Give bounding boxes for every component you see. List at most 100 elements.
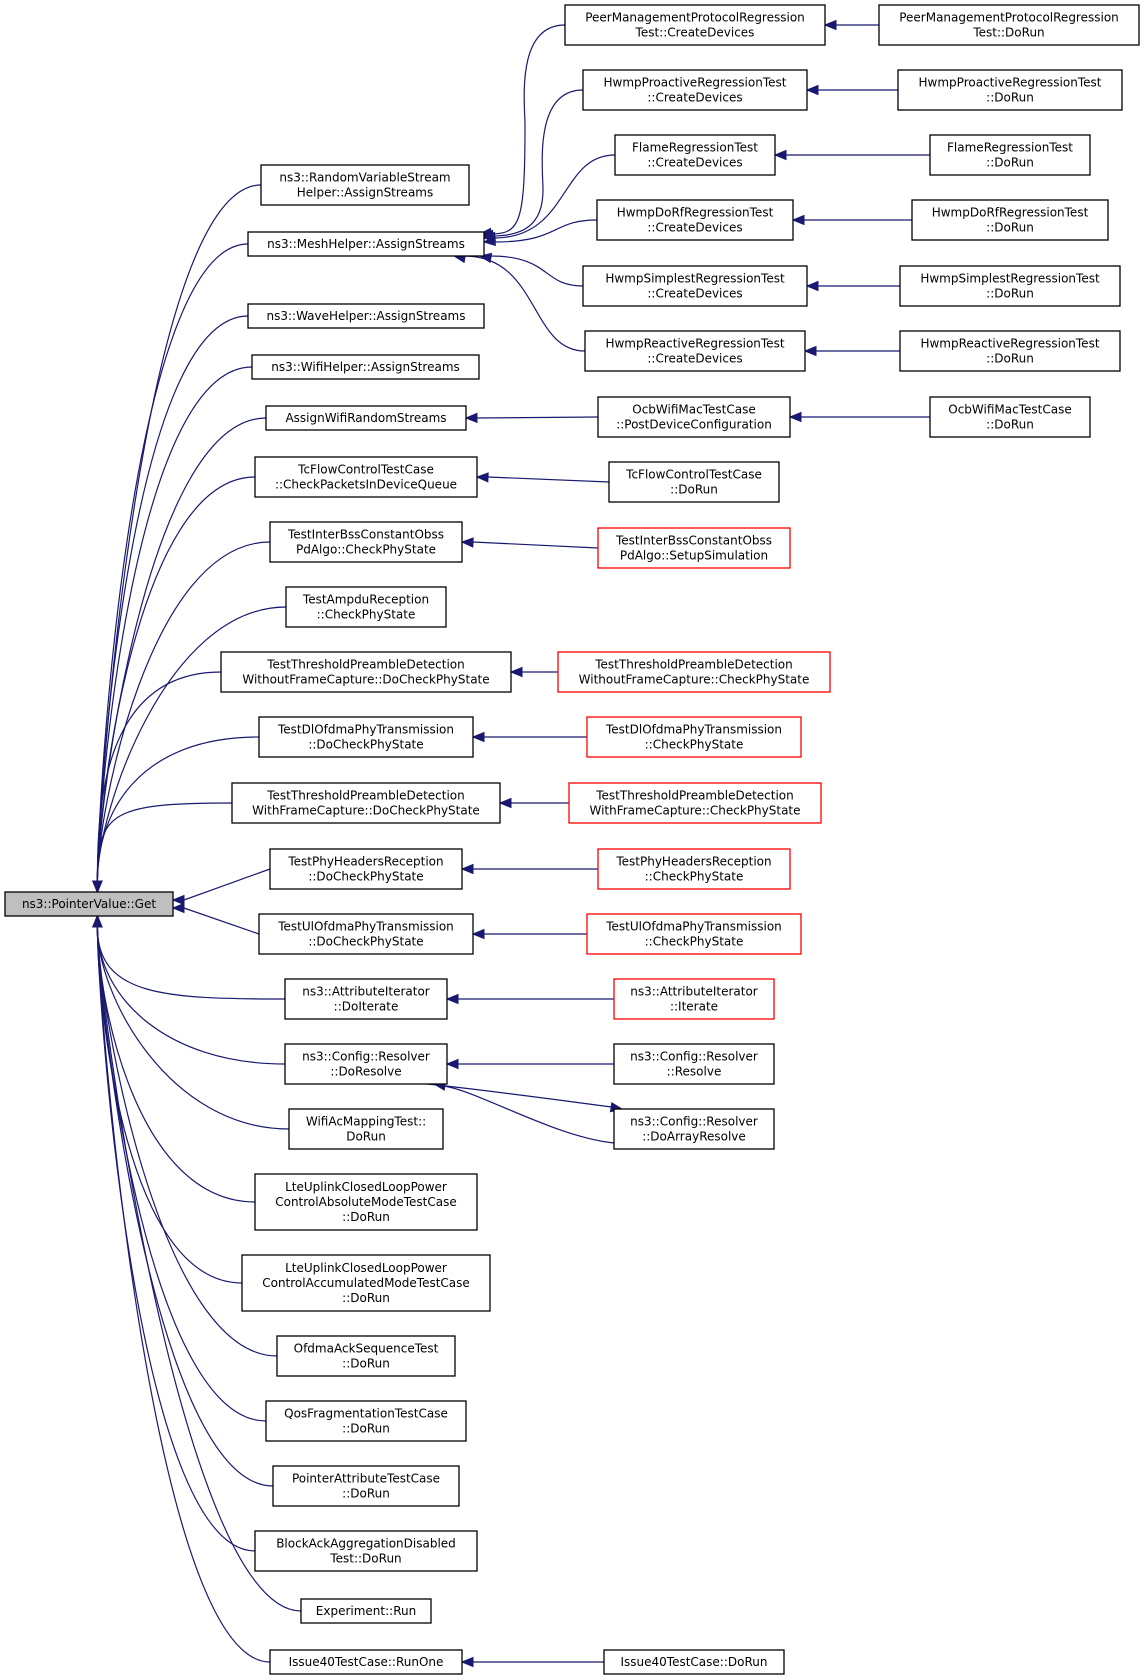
node-hwmp-simp-create[interactable]: HwmpSimplestRegressionTest::CreateDevice… [582, 265, 808, 307]
node-tc-dorun[interactable]: TcFlowControlTestCase::DoRun [608, 461, 780, 503]
node-label-line: TestThresholdPreambleDetection [266, 658, 465, 672]
node-phyhdr-check[interactable]: TestPhyHeadersReception::CheckPhyState [597, 848, 791, 890]
node-wave-assign[interactable]: ns3::WaveHelper::AssignStreams [247, 303, 485, 329]
node-label-line: PointerAttributeTestCase [292, 1472, 440, 1486]
node-label-line: ns3::Config::Resolver [630, 1050, 758, 1064]
node-label-line: ::DoCheckPhyState [308, 870, 423, 884]
node-assign-wifi-rand[interactable]: AssignWifiRandomStreams [265, 405, 467, 431]
node-hwmp-simp-dorun[interactable]: HwmpSimplestRegressionTest::DoRun [899, 265, 1121, 307]
node-tc-check[interactable]: TcFlowControlTestCase::CheckPacketsInDev… [254, 456, 478, 498]
node-label-line: ::DoCheckPhyState [308, 935, 423, 949]
node-interbss-setup[interactable]: TestInterBssConstantObssPdAlgo::SetupSim… [597, 527, 791, 569]
node-cfg-resolve[interactable]: ns3::Config::Resolver::Resolve [613, 1043, 775, 1085]
node-label-line: HwmpReactiveRegressionTest [920, 337, 1099, 351]
node-thr-w-do[interactable]: TestThresholdPreambleDetectionWithFrameC… [231, 782, 501, 824]
node-label-line: WithoutFrameCapture::DoCheckPhyState [242, 673, 489, 687]
node-attr-iterate[interactable]: ns3::AttributeIterator::Iterate [613, 978, 775, 1020]
node-label-line: ::DoRun [670, 483, 718, 497]
node-label-line: FlameRegressionTest [632, 141, 758, 155]
node-issue40-runone[interactable]: Issue40TestCase::RunOne [269, 1649, 463, 1675]
node-mesh-assign[interactable]: ns3::MeshHelper::AssignStreams [247, 231, 485, 257]
node-label-line: Issue40TestCase::RunOne [289, 1655, 444, 1669]
node-lte-abs[interactable]: LteUplinkClosedLoopPowerControlAbsoluteM… [254, 1173, 478, 1231]
node-label-line: WithFrameCapture::DoCheckPhyState [252, 804, 480, 818]
node-ofdma-ack[interactable]: OfdmaAckSequenceTest::DoRun [276, 1335, 456, 1377]
node-label-line: HwmpSimplestRegressionTest [605, 272, 785, 286]
edge-blockack-to-get [92, 914, 256, 1552]
node-label-line: ControlAccumulatedModeTestCase [262, 1276, 470, 1290]
node-thr-wo-do[interactable]: TestThresholdPreambleDetectionWithoutFra… [220, 651, 512, 693]
node-label-line: ::DoRun [342, 1210, 390, 1224]
node-phyhdr-do[interactable]: TestPhyHeadersReception::DoCheckPhyState [269, 848, 463, 890]
node-qos-frag[interactable]: QosFragmentationTestCase::DoRun [265, 1400, 467, 1442]
node-label-line: HwmpDoRfRegressionTest [617, 206, 774, 220]
node-flame-create[interactable]: FlameRegressionTest::CreateDevices [614, 134, 776, 176]
node-label-line: ::DoResolve [330, 1065, 401, 1079]
node-label-line: Test::DoRun [972, 26, 1044, 40]
node-label-line: HwmpProactiveRegressionTest [919, 76, 1102, 90]
edge-cfg-resolve-to-cfg-doresolve [445, 1058, 614, 1070]
node-get[interactable]: ns3::PointerValue::Get [4, 891, 174, 917]
node-label-line: WithoutFrameCapture::CheckPhyState [579, 673, 810, 687]
node-ul-ofdma-do[interactable]: TestUlOfdmaPhyTransmission::DoCheckPhySt… [258, 913, 474, 955]
node-wifi-assign[interactable]: ns3::WifiHelper::AssignStreams [251, 354, 480, 380]
node-label-line: ns3::WifiHelper::AssignStreams [271, 360, 460, 374]
node-label-line: ::DoCheckPhyState [308, 738, 423, 752]
node-pmp-create[interactable]: PeerManagementProtocolRegressionTest::Cr… [564, 4, 826, 46]
node-dl-ofdma-check[interactable]: TestDlOfdmaPhyTransmission::CheckPhyStat… [586, 716, 802, 758]
node-label-line: ::CreateDevices [647, 352, 742, 366]
edge-phyhdr-do-to-get [171, 868, 271, 906]
node-dl-ofdma-do[interactable]: TestDlOfdmaPhyTransmission::DoCheckPhySt… [258, 716, 474, 758]
node-hwmp-dorf-dorun[interactable]: HwmpDoRfRegressionTest::DoRun [911, 199, 1109, 241]
edge-thr-w-check-to-thr-w-do [498, 797, 569, 809]
node-exp-run[interactable]: Experiment::Run [300, 1598, 432, 1624]
node-ampdu-check[interactable]: TestAmpduReception::CheckPhyState [285, 586, 447, 628]
node-hwmp-pro-create[interactable]: HwmpProactiveRegressionTest::CreateDevic… [582, 69, 808, 111]
node-label-line: ::DoRun [986, 221, 1034, 235]
node-ul-ofdma-check[interactable]: TestUlOfdmaPhyTransmission::CheckPhyStat… [586, 913, 802, 955]
node-lte-acc[interactable]: LteUplinkClosedLoopPowerControlAccumulat… [241, 1254, 491, 1312]
nodes-layer: ns3::PointerValue::Get ns3::RandomVariabl… [4, 4, 1140, 1675]
node-label-line: ::DoRun [342, 1487, 390, 1501]
node-cfg-doresolve[interactable]: ns3::Config::Resolver::DoResolve [284, 1043, 448, 1085]
node-label-line: ::CreateDevices [647, 91, 742, 105]
node-issue40-dorun[interactable]: Issue40TestCase::DoRun [603, 1649, 785, 1675]
node-cfg-doarray[interactable]: ns3::Config::Resolver::DoArrayResolve [613, 1108, 775, 1150]
node-hwmp-pro-dorun[interactable]: HwmpProactiveRegressionTest::DoRun [897, 69, 1123, 111]
edge-hwmp-pro-create-to-mesh-assign [480, 89, 584, 241]
node-flame-dorun[interactable]: FlameRegressionTest::DoRun [929, 134, 1091, 176]
node-rvs-assign[interactable]: ns3::RandomVariableStreamHelper::AssignS… [260, 164, 470, 206]
node-ocb-postdev[interactable]: OcbWifiMacTestCase::PostDeviceConfigurat… [597, 396, 791, 438]
node-label-line: DoRun [346, 1130, 386, 1144]
edge-cfg-doresolve-to-get [92, 914, 286, 1065]
node-pmp-dorun[interactable]: PeerManagementProtocolRegressionTest::Do… [878, 4, 1140, 46]
node-attr-doiter[interactable]: ns3::AttributeIterator::DoIterate [284, 978, 448, 1020]
node-label-line: ::CheckPhyState [645, 738, 744, 752]
edge-thr-w-do-to-get [92, 802, 233, 894]
node-ocb-dorun[interactable]: OcbWifiMacTestCase::DoRun [929, 396, 1091, 438]
node-label-line: ::DoRun [986, 287, 1034, 301]
node-label-line: TestInterBssConstantObss [287, 528, 444, 542]
edge-cfg-doresolve-to-cfg-doarray [426, 1083, 624, 1113]
node-label-line: OfdmaAckSequenceTest [294, 1342, 439, 1356]
node-thr-wo-check[interactable]: TestThresholdPreambleDetectionWithoutFra… [557, 651, 831, 693]
node-interbss-check[interactable]: TestInterBssConstantObssPdAlgo::CheckPhy… [269, 521, 463, 563]
node-hwmp-react-create[interactable]: HwmpReactiveRegressionTest::CreateDevice… [584, 330, 806, 372]
node-label-line: ControlAbsoluteModeTestCase [275, 1195, 457, 1209]
node-thr-w-check[interactable]: TestThresholdPreambleDetectionWithFrameC… [568, 782, 822, 824]
node-hwmp-dorf-create[interactable]: HwmpDoRfRegressionTest::CreateDevices [596, 199, 794, 241]
node-wifiac-dorun[interactable]: WifiAcMappingTest::DoRun [288, 1108, 444, 1150]
node-label-line: ns3::PointerValue::Get [22, 897, 156, 911]
node-hwmp-react-dorun[interactable]: HwmpReactiveRegressionTest::DoRun [899, 330, 1121, 372]
node-label-line: ::CheckPhyState [645, 870, 744, 884]
node-label-line: PdAlgo::SetupSimulation [620, 549, 768, 563]
node-label-line: HwmpDoRfRegressionTest [932, 206, 1089, 220]
node-label-line: Test::DoRun [329, 1552, 401, 1566]
node-label-line: ::DoRun [986, 91, 1034, 105]
edge-ul-ofdma-check-to-ul-ofdma-do [471, 928, 587, 940]
edge-mesh-assign-to-get [92, 243, 249, 894]
node-label-line: BlockAckAggregationDisabled [276, 1537, 456, 1551]
node-ptr-attr[interactable]: PointerAttributeTestCase::DoRun [272, 1465, 460, 1507]
node-label-line: TestAmpduReception [302, 593, 429, 607]
